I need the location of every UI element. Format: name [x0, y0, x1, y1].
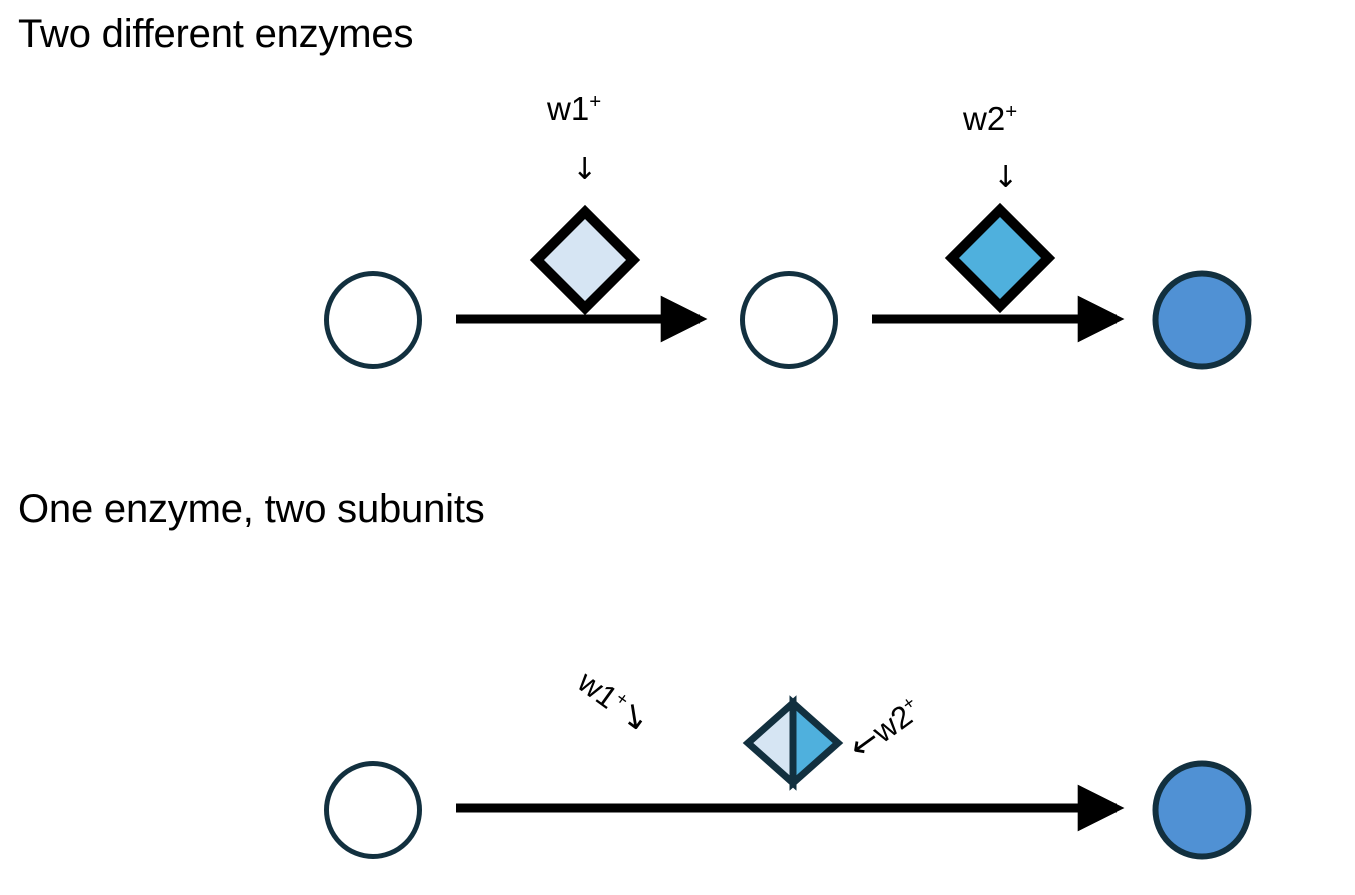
- node-product-bottom: [1152, 760, 1252, 860]
- enzyme-label-w2-bottom: ←w2+: [841, 691, 927, 768]
- enzyme-label-w1-top-sup: +: [589, 90, 602, 113]
- panel-title-one-enzyme: One enzyme, two subunits: [18, 487, 485, 531]
- enzyme-label-w1-top: w1+: [547, 90, 602, 127]
- bottom-panel-shapes: [324, 695, 1252, 860]
- panel-title-two-enzymes: Two different enzymes: [18, 12, 414, 56]
- enzyme-label-w1-top-base: w1: [547, 90, 590, 127]
- enzyme-subunit-left: [742, 695, 797, 791]
- enzyme-diamond-w2: [944, 202, 1056, 314]
- node-product-top: [1152, 270, 1252, 370]
- enzyme-label-w2-top-base: w2: [963, 100, 1006, 137]
- node-substrate-bottom: [324, 761, 422, 859]
- down-arrow-icon-w2: ↓: [993, 160, 1019, 195]
- enzyme-subunit-right: [789, 695, 844, 791]
- enzyme-label-w2-top: w2+: [963, 100, 1018, 137]
- enzyme-split-diamond: [742, 695, 844, 791]
- enzyme-label-w1-bottom: w1+↘: [571, 664, 657, 740]
- enzyme-label-w2-top-sup: +: [1005, 100, 1018, 123]
- node-substrate-top: [324, 271, 422, 369]
- enzyme-diamond-w1: [529, 204, 641, 316]
- down-arrow-icon-w1: ↓: [572, 152, 598, 187]
- node-intermediate-top: [740, 271, 838, 369]
- top-panel-shapes: [324, 202, 1252, 370]
